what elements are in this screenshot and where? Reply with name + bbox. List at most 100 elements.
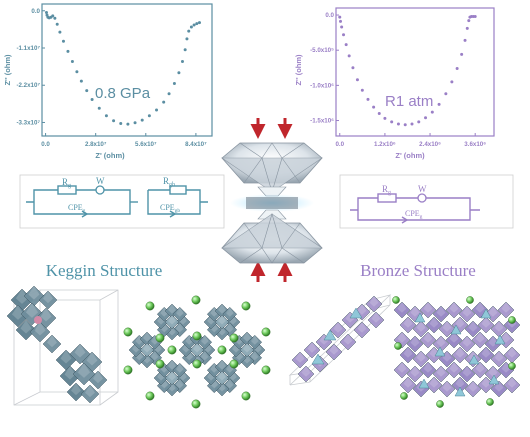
- bronze-octahedron: [393, 301, 411, 319]
- bronze-octahedron: [445, 361, 463, 379]
- left-chart-x-tick-label: 8.4x10⁷: [185, 141, 207, 148]
- right-circuit-r1-label: Rg: [382, 184, 391, 196]
- keggin-cluster-octahedron: [172, 362, 188, 378]
- bronze-octahedron: [419, 331, 437, 349]
- keggin-octahedron: [42, 334, 62, 354]
- right-circuit-diagram: Rg W CPEg: [339, 174, 514, 229]
- keggin-cluster-center: [214, 370, 230, 386]
- bronze-cell-tetrahedron: [349, 307, 363, 319]
- bronze-octahedron: [432, 305, 450, 323]
- bronze-octahedron: [406, 335, 424, 353]
- left-chart-y-tick-label: 0.0: [31, 8, 40, 15]
- counter-ion-sphere: [192, 359, 202, 369]
- bronze-octahedron: [477, 346, 495, 364]
- bronze-octahedron: [464, 320, 482, 338]
- right-chart-data-point: [372, 105, 376, 109]
- bronze-counter-ion-sphere: [508, 316, 516, 324]
- left-chart-data-point: [104, 114, 108, 118]
- right-chart-data-point: [396, 122, 400, 126]
- left-chart-data-point: [58, 30, 62, 34]
- bronze-octahedron: [471, 331, 489, 349]
- left-circuit-cpe2-label: CPEgb: [160, 203, 180, 214]
- keggin-octahedron: [88, 370, 108, 390]
- keggin-octahedron: [66, 382, 86, 402]
- bronze-tetrahedron: [494, 334, 506, 345]
- bronze-cell-octahedron: [339, 333, 357, 351]
- bronze-octahedron: [399, 316, 417, 334]
- bronze-octahedron: [425, 316, 443, 334]
- bronze-structure-title: Bronze Structure: [360, 261, 476, 280]
- right-chart-data-point: [430, 110, 434, 114]
- left-chart-data-point: [172, 82, 176, 86]
- left-chart-x-tick-label: 2.8x10⁷: [85, 141, 107, 148]
- keggin-cluster-center: [214, 314, 230, 330]
- right-chart-data-point: [390, 120, 394, 124]
- right-chart-data-point: [460, 52, 464, 56]
- right-chart-data-point: [463, 38, 467, 42]
- bronze-cell-octahedron: [325, 343, 343, 361]
- bronze-octahedron: [412, 350, 430, 368]
- counter-ion-sphere: [261, 365, 271, 375]
- left-chart-points: [44, 10, 201, 126]
- bronze-octahedron: [412, 320, 430, 338]
- right-chart-data-point: [437, 102, 441, 106]
- top-diamond: [221, 142, 323, 197]
- keggin-structure-title: Keggin Structure: [46, 261, 163, 280]
- bronze-counter-ion-sphere: [486, 398, 494, 406]
- bronze-octahedron: [503, 376, 521, 394]
- counter-ion-sphere: [191, 295, 201, 305]
- right-chart-data-point: [377, 111, 381, 115]
- keggin-polyhedra-cluster: [6, 285, 108, 404]
- left-chart-ylabel: Z'' (ohm): [3, 54, 12, 86]
- right-chart-y-tick-label: -5.0x10⁵: [310, 47, 334, 54]
- left-circuit-r1: [57, 185, 77, 195]
- bronze-octahedron: [490, 350, 508, 368]
- bronze-tetrahedron: [414, 312, 426, 323]
- right-chart-data-point: [455, 66, 459, 70]
- right-chart-data-point: [465, 26, 469, 30]
- left-chart-data-point: [189, 25, 193, 29]
- left-chart-data-point: [126, 122, 130, 126]
- right-chart-x-tick-label: 3.6x10⁶: [464, 141, 486, 148]
- left-chart-data-point: [97, 106, 101, 110]
- left-chart-data-point: [55, 22, 59, 26]
- bronze-cell-octahedron: [291, 351, 309, 369]
- right-chart-points: [338, 14, 477, 127]
- right-chart-x-tick-label: 1.2x10⁶: [374, 141, 396, 148]
- keggin-octahedron: [15, 319, 37, 341]
- left-chart-x-tick-label: 5.6x10⁷: [135, 141, 157, 148]
- counter-ion-sphere: [123, 365, 133, 375]
- bronze-octahedron: [471, 361, 489, 379]
- right-chart-y-tick-label: -1.5x10⁶: [310, 118, 334, 125]
- right-chart-data-point: [444, 92, 448, 96]
- bronze-octahedron: [399, 376, 417, 394]
- bronze-cell-octahedron: [367, 311, 385, 329]
- bronze-tetrahedron: [418, 378, 430, 389]
- left-chart-data-point: [183, 48, 187, 52]
- bronze-octahedron: [503, 346, 521, 364]
- left-chart-data-point: [192, 23, 196, 27]
- bronze-packing-view: [392, 296, 521, 408]
- bronze-octahedron: [399, 346, 417, 364]
- keggin-cluster-center: [164, 314, 180, 330]
- right-chart-data-point: [450, 80, 454, 84]
- bronze-tetrahedron: [488, 374, 500, 385]
- left-chart-x-tick-label: 0.0: [41, 141, 50, 148]
- right-chart-data-point: [403, 123, 407, 127]
- bronze-tetrahedron: [468, 354, 480, 365]
- right-chart-data-point: [342, 33, 346, 37]
- right-circuit-r1: [377, 193, 397, 203]
- bronze-octahedron: [445, 301, 463, 319]
- left-chart-data-point: [195, 22, 199, 26]
- keggin-cluster: [153, 303, 191, 341]
- bronze-cell-tetrahedron: [311, 353, 325, 365]
- bronze-counter-ion-sphere: [508, 362, 516, 370]
- bronze-octahedron: [451, 376, 469, 394]
- keggin-cluster-center: [239, 342, 255, 358]
- left-chart-data-point: [185, 37, 189, 41]
- left-chart-y-tick-label: -3.3x10⁷: [16, 119, 40, 126]
- right-chart-x-tick-label: 2.4x10⁶: [419, 141, 441, 148]
- right-chart-ylabel: Z'' (ohm): [294, 54, 303, 86]
